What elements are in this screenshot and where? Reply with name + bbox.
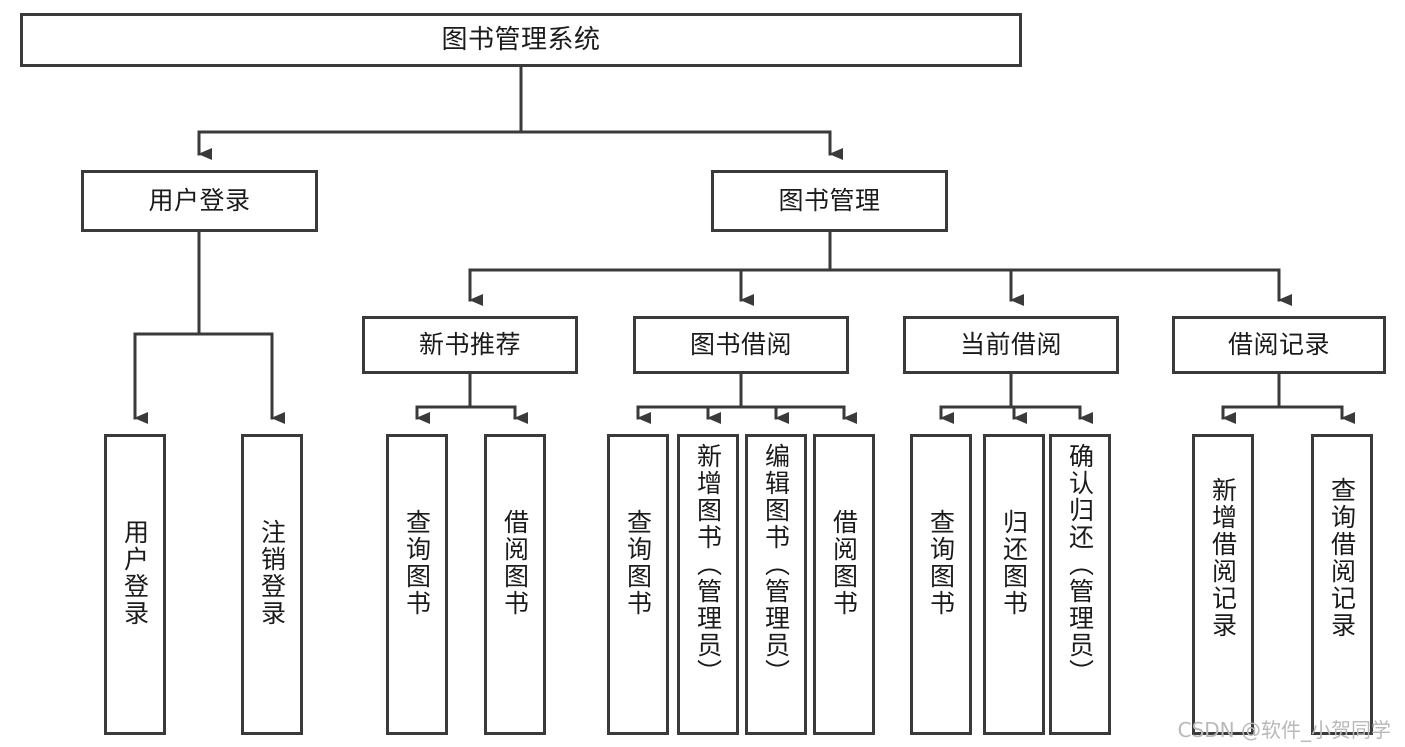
node-leaf-query-borrow-record-label: 查询借阅记录 [1327, 477, 1357, 639]
node-leaf-borrow-book-recommend[interactable]: 借阅图书 [484, 434, 546, 735]
node-leaf-borrow-book[interactable]: 借阅图书 [813, 434, 875, 735]
node-book-manage-label: 图书管理 [778, 186, 881, 216]
node-book-borrow-label: 图书借阅 [689, 330, 792, 360]
node-leaf-user-login[interactable]: 用户登录 [104, 434, 166, 735]
node-leaf-query-book-recommend-label: 查询图书 [402, 509, 432, 617]
node-leaf-logout-login-label: 注销登录 [257, 519, 287, 627]
node-leaf-logout-login[interactable]: 注销登录 [241, 434, 303, 735]
node-user-login[interactable]: 用户登录 [81, 170, 318, 232]
node-leaf-add-book[interactable]: 新增图书（管理员） [677, 434, 739, 735]
node-leaf-query-book-borrow[interactable]: 查询图书 [607, 434, 669, 735]
node-borrow-record-label: 借阅记录 [1227, 330, 1330, 360]
node-current-borrow-label: 当前借阅 [959, 330, 1062, 360]
node-leaf-edit-book[interactable]: 编辑图书（管理员） [745, 434, 807, 735]
node-current-borrow[interactable]: 当前借阅 [903, 316, 1119, 374]
node-leaf-query-book-current-label: 查询图书 [926, 509, 956, 617]
node-leaf-confirm-return-label: 确认归还（管理员） [1065, 443, 1095, 686]
node-new-book-recommend-label: 新书推荐 [418, 330, 521, 360]
node-book-manage[interactable]: 图书管理 [711, 170, 948, 232]
node-leaf-add-book-label: 新增图书（管理员） [693, 443, 723, 686]
node-leaf-borrow-book-recommend-label: 借阅图书 [500, 509, 530, 617]
watermark-text: CSDN @软件_小贺同学 [1177, 718, 1391, 742]
node-leaf-confirm-return[interactable]: 确认归还（管理员） [1049, 434, 1111, 735]
node-book-borrow[interactable]: 图书借阅 [633, 316, 849, 374]
node-leaf-query-book-current[interactable]: 查询图书 [910, 434, 972, 735]
node-user-login-label: 用户登录 [148, 186, 251, 216]
node-leaf-add-borrow-record-label: 新增借阅记录 [1208, 477, 1238, 639]
node-leaf-borrow-book-label: 借阅图书 [829, 509, 859, 617]
node-leaf-edit-book-label: 编辑图书（管理员） [761, 443, 791, 686]
node-root[interactable]: 图书管理系统 [20, 13, 1022, 67]
node-leaf-query-book-recommend[interactable]: 查询图书 [386, 434, 448, 735]
node-borrow-record[interactable]: 借阅记录 [1172, 316, 1386, 374]
node-leaf-return-book[interactable]: 归还图书 [983, 434, 1045, 735]
node-leaf-add-borrow-record[interactable]: 新增借阅记录 [1192, 434, 1254, 735]
node-leaf-query-book-borrow-label: 查询图书 [623, 509, 653, 617]
node-new-book-recommend[interactable]: 新书推荐 [362, 316, 578, 374]
node-root-label: 图书管理系统 [441, 24, 601, 55]
node-leaf-user-login-label: 用户登录 [120, 519, 150, 627]
node-leaf-query-borrow-record[interactable]: 查询借阅记录 [1311, 434, 1373, 735]
node-leaf-return-book-label: 归还图书 [999, 509, 1029, 617]
